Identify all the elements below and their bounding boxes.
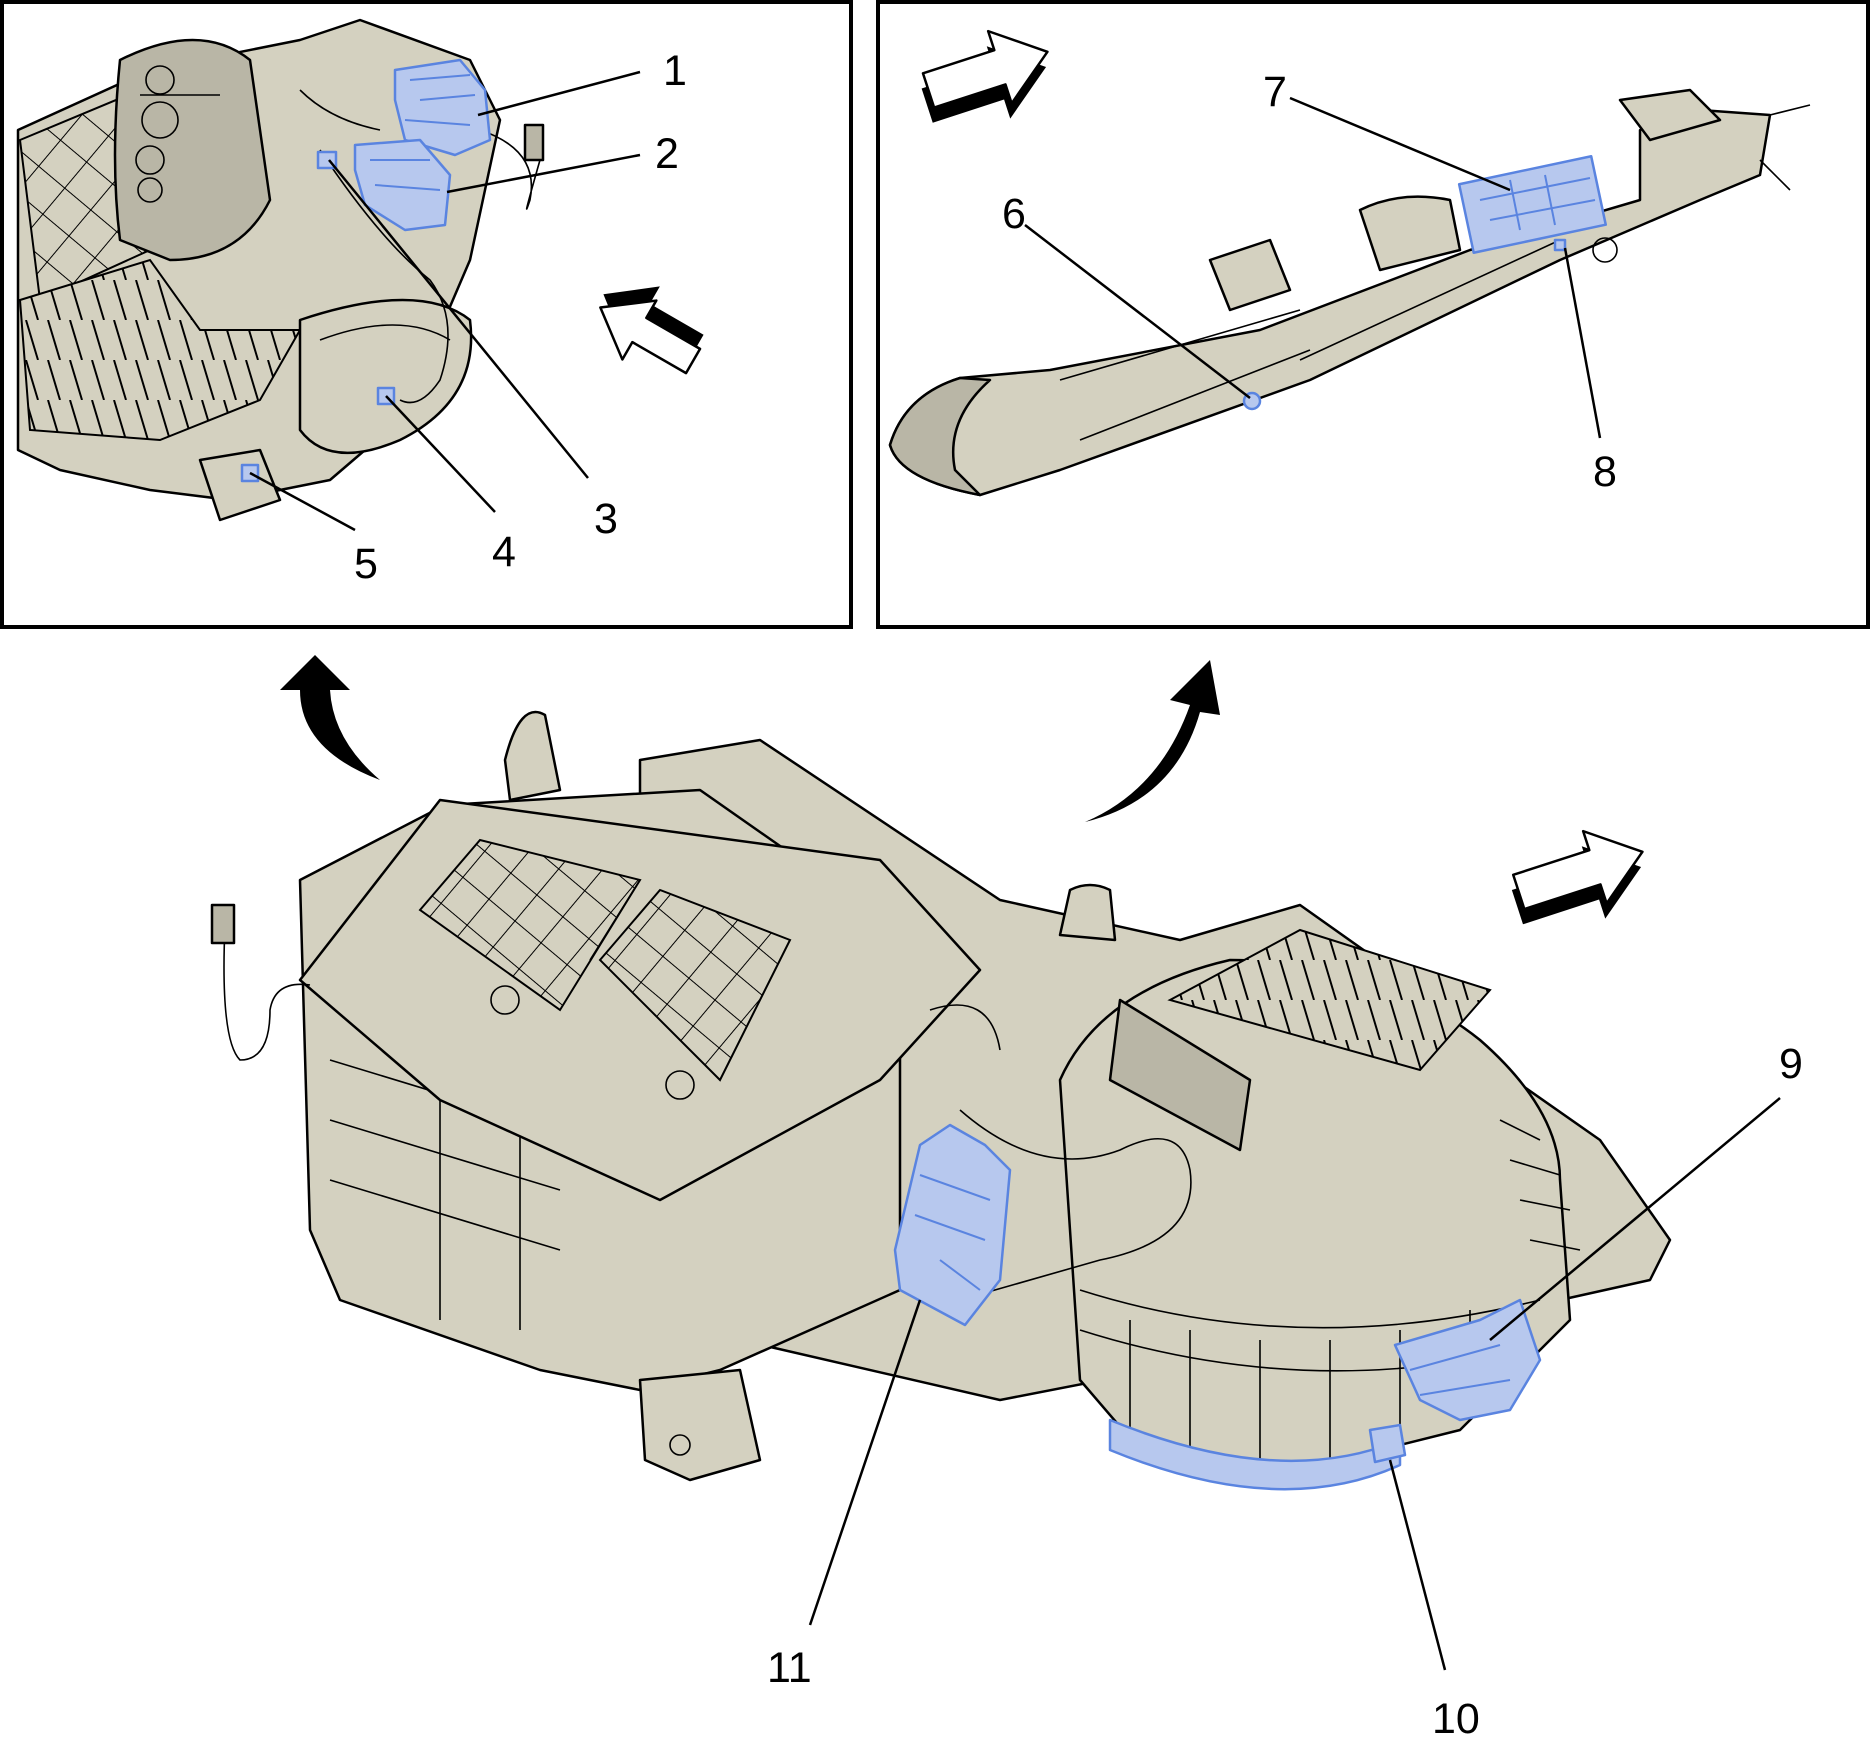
leader-7: [1289, 96, 1511, 192]
leader-10: [1388, 1459, 1447, 1671]
callout-11: 11: [767, 1644, 812, 1692]
right-panel-duct: [888, 88, 1811, 497]
callout-3: 3: [594, 495, 618, 543]
leader-5: [249, 471, 356, 532]
leader-6: [1024, 224, 1251, 399]
callout-1: 1: [663, 47, 687, 95]
callout-6: 6: [1002, 190, 1026, 238]
leader-4: [385, 395, 496, 513]
actuator-7: [1457, 154, 1607, 254]
leader-11: [808, 1299, 922, 1626]
connector-8: [1553, 238, 1567, 252]
callout-7: 7: [1263, 68, 1287, 116]
callout-5: 5: [354, 540, 378, 588]
main-assembly-actuators: [893, 1123, 1542, 1491]
left-panel-housing: [16, 18, 545, 522]
curved-arrow-up-icon: [1085, 660, 1220, 822]
leader-1: [477, 70, 641, 117]
actuator-2: [353, 138, 452, 232]
callout-4: 4: [492, 528, 516, 576]
callout-9: 9: [1779, 1040, 1803, 1088]
actuator-11: [893, 1123, 1012, 1327]
curved-arrow-up-icon: [280, 655, 380, 780]
connector-10: [1368, 1423, 1407, 1464]
direction-arrow-icon: [921, 29, 1049, 123]
blower-motor-10: [1108, 1418, 1402, 1491]
left-detail-panel: [0, 0, 853, 629]
callout-2: 2: [655, 130, 679, 178]
actuator-1: [393, 58, 492, 157]
callout-8: 8: [1593, 448, 1617, 496]
leader-3: [328, 159, 589, 479]
leader-8: [1563, 247, 1602, 439]
left-panel-actuators: [240, 58, 492, 483]
direction-arrow-icon: [1511, 829, 1644, 925]
leader-2: [446, 153, 641, 194]
leader-9: [1489, 1097, 1781, 1341]
callout-10: 10: [1432, 1695, 1480, 1743]
right-detail-panel: [876, 0, 1870, 629]
direction-arrow-icon: [599, 286, 704, 375]
